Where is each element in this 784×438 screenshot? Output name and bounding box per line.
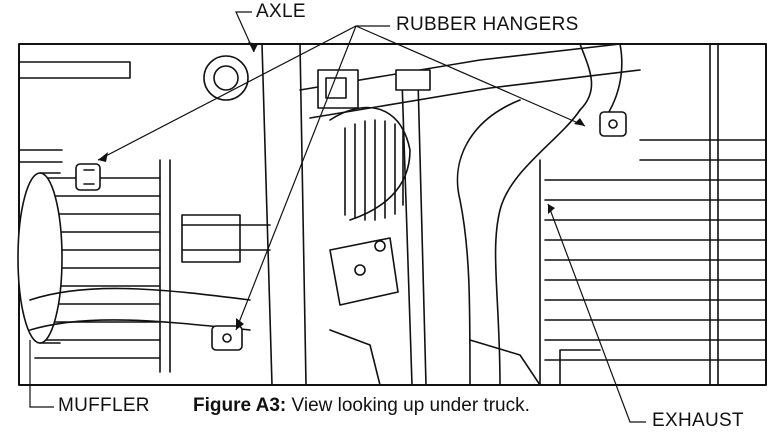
frame-bracket bbox=[181, 214, 271, 263]
rubber-hangers-label: RUBBER HANGERS bbox=[396, 14, 579, 35]
shock-absorber bbox=[395, 69, 431, 386]
muffler-pipe bbox=[29, 287, 251, 331]
exhaust-leader bbox=[547, 203, 646, 423]
leader-lines bbox=[29, 11, 646, 423]
hangers-leader-2 bbox=[235, 25, 357, 331]
muffler-leader bbox=[29, 340, 54, 408]
rubber-hanger-left-top bbox=[75, 163, 101, 191]
figure-frame bbox=[18, 43, 767, 386]
left-frame-rail bbox=[18, 61, 131, 163]
figure-caption-number: Figure A3: bbox=[193, 395, 287, 416]
muffler-label: MUFFLER bbox=[58, 395, 150, 416]
figure-caption-text: View looking up under truck. bbox=[291, 395, 530, 416]
muffler-ribs bbox=[34, 159, 171, 373]
rubber-hanger-right bbox=[599, 111, 627, 137]
axle-leader bbox=[235, 11, 255, 53]
hangers-leader-3 bbox=[355, 25, 586, 127]
lower-details bbox=[329, 329, 601, 386]
shock-bracket bbox=[317, 69, 359, 109]
axle-bushing bbox=[203, 55, 249, 101]
leader-arrowheads bbox=[98, 42, 585, 330]
exhaust-label: EXHAUST bbox=[652, 410, 744, 431]
mounting-plate bbox=[329, 237, 399, 306]
exhaust-grille-ribs bbox=[539, 43, 767, 386]
axle-label: AXLE bbox=[256, 1, 306, 22]
rubber-hanger-left-bottom bbox=[211, 325, 243, 351]
figure-caption: Figure A3: View looking up under truck. bbox=[193, 395, 530, 417]
spring-coil bbox=[329, 106, 411, 221]
muffler bbox=[17, 172, 63, 344]
axle-beam bbox=[261, 43, 307, 386]
